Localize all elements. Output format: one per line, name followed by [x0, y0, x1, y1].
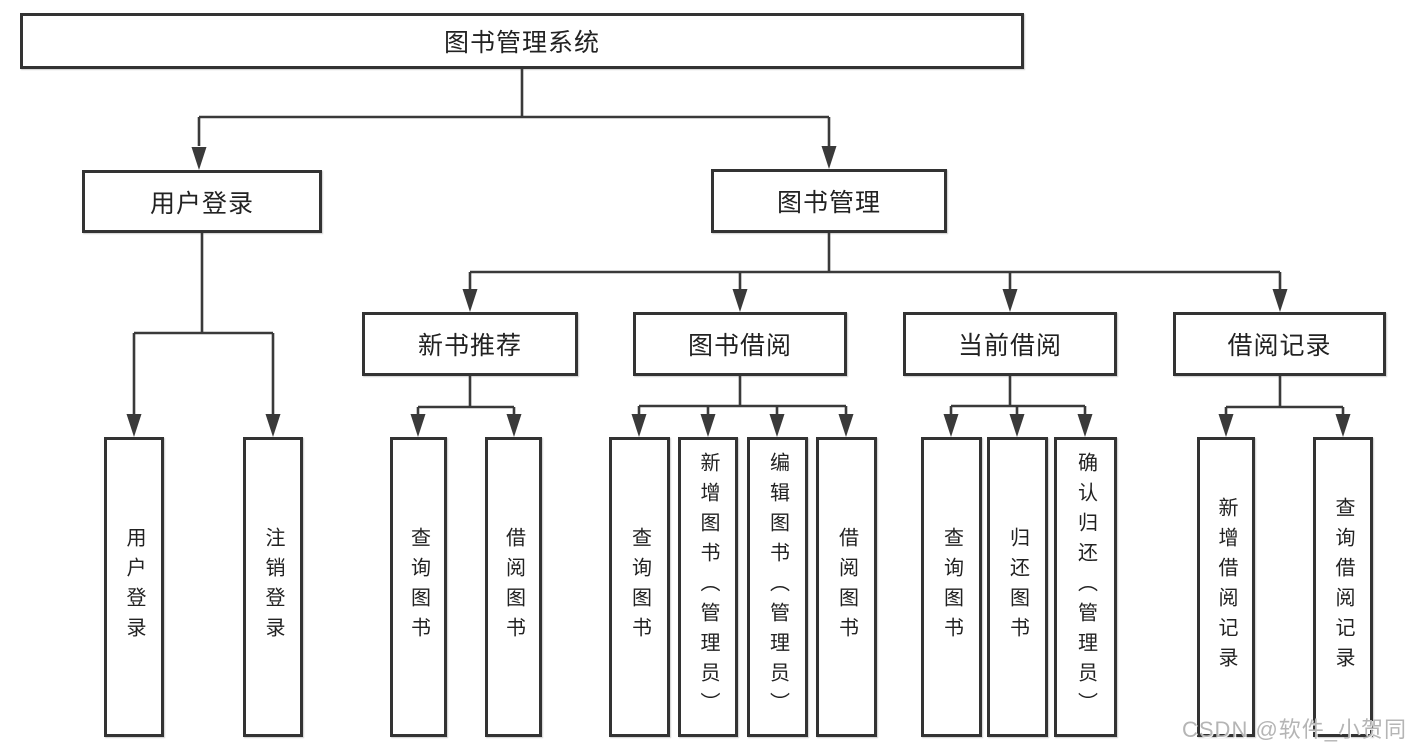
leaf-return-books: 归还图书 [987, 437, 1048, 737]
node-current-borrowing: 当前借阅 [903, 312, 1117, 376]
node-user-login: 用户登录 [82, 170, 322, 233]
watermark-text: CSDN @软件_小贺同学 [1182, 717, 1405, 742]
leaf-confirm-return-admin: 确认归还（管理员） [1054, 437, 1117, 737]
leaf-add-borrow-record: 新增借阅记录 [1197, 437, 1255, 737]
leaf-borrow-books-2: 借阅图书 [816, 437, 877, 737]
node-book-borrowing: 图书借阅 [633, 312, 847, 376]
node-new-book-recommend: 新书推荐 [362, 312, 578, 376]
leaf-query-books: 查询图书 [390, 437, 447, 737]
node-book-management: 图书管理 [711, 169, 947, 233]
leaf-borrow-books: 借阅图书 [485, 437, 542, 737]
leaf-logout-login: 注销登录 [243, 437, 303, 737]
leaf-query-books-2: 查询图书 [609, 437, 670, 737]
leaf-edit-books-admin: 编辑图书（管理员） [747, 437, 808, 737]
node-library-management-system: 图书管理系统 [20, 13, 1024, 69]
leaf-query-borrow-record: 查询借阅记录 [1313, 437, 1373, 737]
node-borrowing-records: 借阅记录 [1173, 312, 1386, 376]
leaf-query-books-3: 查询图书 [921, 437, 982, 737]
leaf-add-books-admin: 新增图书（管理员） [678, 437, 738, 737]
leaf-user-login: 用户登录 [104, 437, 164, 737]
